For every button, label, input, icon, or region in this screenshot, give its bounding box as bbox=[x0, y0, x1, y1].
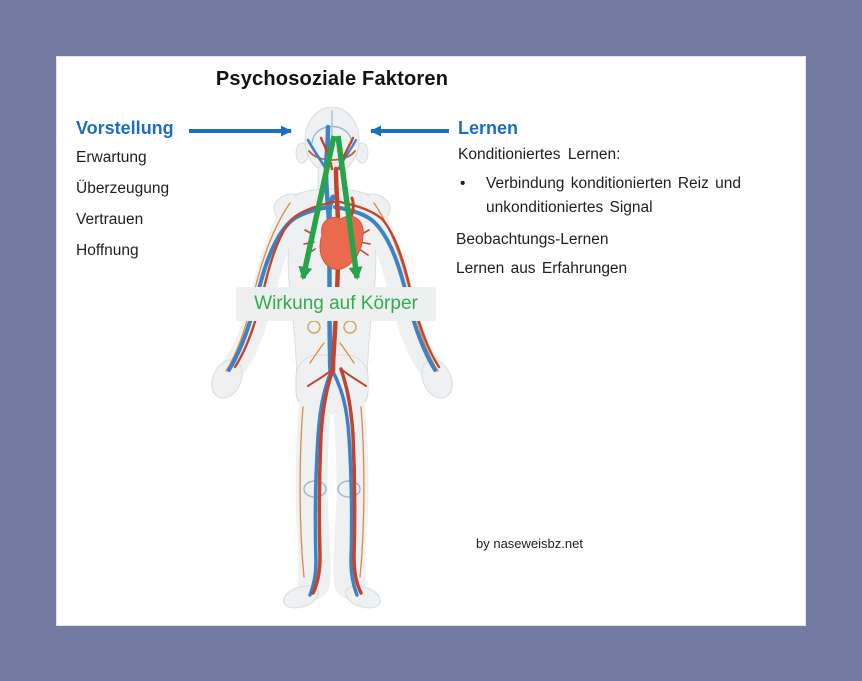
list-item: Vertrauen bbox=[76, 211, 144, 228]
bullet-item: • Verbindung konditionierten Reiz und un… bbox=[460, 172, 798, 220]
body-effect-label: Wirkung auf Körper bbox=[236, 287, 436, 321]
subheading-konditioniertes-lernen: Konditioniertes Lernen: bbox=[458, 146, 621, 163]
human-circulatory-figure bbox=[202, 106, 462, 615]
list-item: Lernen aus Erfahrungen bbox=[456, 260, 628, 277]
list-item: Erwartung bbox=[76, 149, 147, 166]
list-item: Beobachtungs-Lernen bbox=[456, 231, 609, 248]
heading-lernen: Lernen bbox=[458, 118, 519, 138]
body-effect-label-text: Wirkung auf Körper bbox=[254, 293, 418, 314]
bullet-item-text: Verbindung konditionierten Reiz und unko… bbox=[486, 175, 742, 216]
page-title: Psychosoziale Faktoren bbox=[215, 68, 449, 90]
heading-vorstellung: Vorstellung bbox=[76, 118, 174, 138]
list-item: Überzeugung bbox=[76, 180, 170, 197]
credit-text: by naseweisbz.net bbox=[476, 536, 583, 551]
list-item: Hoffnung bbox=[76, 242, 139, 259]
slide-card: Psychosoziale Faktoren Vorstellung Erwar… bbox=[57, 57, 805, 625]
bullet-icon: • bbox=[460, 175, 466, 192]
